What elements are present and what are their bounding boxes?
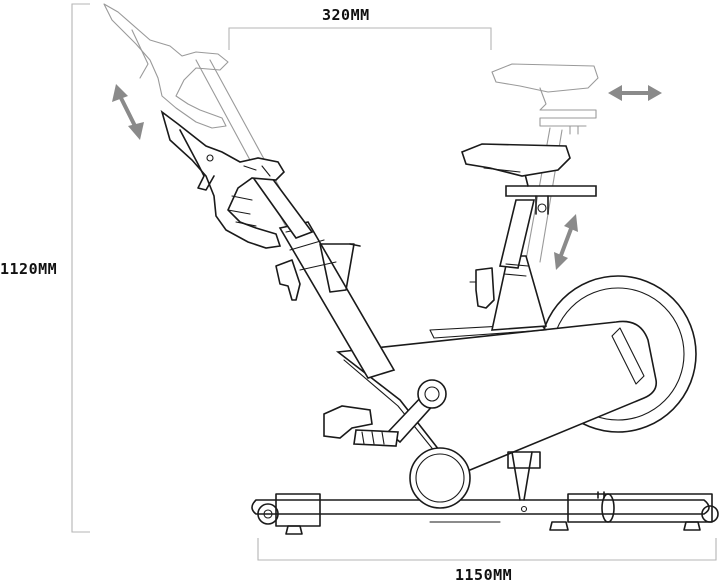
width-dimension-label: 320MM — [322, 6, 370, 24]
ghost-handlebar — [103, 3, 229, 129]
front-wheel — [409, 447, 471, 509]
seat-adjust-knob — [475, 267, 495, 309]
stabilizer-bolt — [597, 491, 605, 499]
height-dimension-line — [71, 3, 90, 533]
front-stabilizer — [567, 493, 713, 523]
ghost-brake-lever — [131, 29, 149, 79]
leveling-foot-front — [683, 521, 701, 531]
seat-post — [499, 199, 536, 269]
height-dimension-label: 1120MM — [0, 260, 58, 278]
handlebar-post — [278, 221, 396, 379]
brake-lever — [179, 129, 215, 191]
stabilizer-cap — [601, 493, 615, 523]
seat — [461, 143, 571, 177]
ghost-seat — [491, 63, 599, 93]
adjustment-arrows — [112, 84, 662, 270]
leveling-foot-mid — [549, 521, 569, 531]
seat-vertical-arrow — [554, 214, 578, 270]
handlebar-adjust-arrow — [112, 84, 144, 140]
seat-horizontal-arrow — [608, 85, 662, 101]
seat-rail — [505, 185, 597, 197]
ghost-seat-rail — [539, 87, 597, 127]
crank — [386, 379, 447, 444]
seat-clamp — [535, 195, 549, 215]
rear-foot-block — [275, 493, 321, 527]
length-dimension-label: 1150MM — [455, 566, 513, 584]
housing-slot — [611, 327, 645, 385]
bike-frame — [160, 109, 719, 535]
pedal — [323, 405, 399, 447]
handlebar-adjust-knob — [275, 259, 301, 301]
dimension-lines — [71, 3, 717, 561]
water-bottle-holder — [319, 243, 355, 293]
ghost-seat-clamp — [569, 125, 579, 135]
width-dimension-line — [228, 27, 492, 50]
length-dimension-line — [257, 538, 717, 561]
leveling-foot-rear — [285, 525, 303, 535]
base-rail — [251, 499, 710, 515]
front-transport-wheel — [701, 505, 719, 523]
rear-transport-wheel — [257, 503, 279, 525]
resistance-bracket — [507, 451, 541, 469]
handlebar — [160, 109, 286, 249]
